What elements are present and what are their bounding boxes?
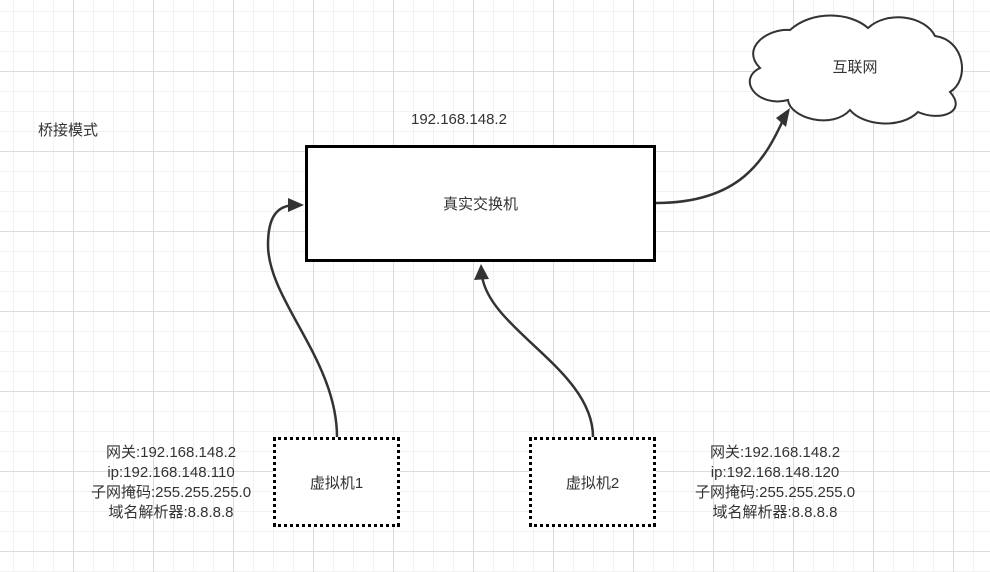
internet-cloud-shape[interactable] (748, 14, 963, 125)
internet-label: 互联网 (832, 59, 878, 76)
switch-to-internet-connector (655, 117, 786, 205)
vm2-arrowhead (474, 264, 489, 280)
vm1-ip: ip:192.168.148.110 (107, 464, 235, 481)
switch-node[interactable]: 真实交换机 (305, 145, 656, 262)
internet-arrowhead (776, 108, 790, 127)
switch-label: 真实交换机 (442, 196, 518, 213)
vm2-to-switch-connector (480, 275, 595, 438)
vm2-gateway: 网关:192.168.148.2 (709, 444, 841, 461)
vm2-dns: 域名解析器:8.8.8.8 (712, 504, 838, 521)
vm2-subnet-mask: 子网掩码:255.255.255.0 (694, 484, 856, 501)
vm1-label: 虚拟机1 (309, 474, 364, 492)
vm1-network-info: 网关:192.168.148.2 ip:192.168.148.110 子网掩码… (76, 443, 266, 523)
vm1-arrowhead (288, 198, 304, 212)
vm1-subnet-mask: 子网掩码:255.255.255.0 (90, 484, 252, 501)
vm2-label: 虚拟机2 (565, 474, 620, 492)
vm1-to-switch-connector (266, 203, 339, 438)
vm2-ip: ip:192.168.148.120 (710, 464, 840, 481)
switch-ip-label: 192.168.148.2 (411, 111, 507, 128)
vm2-network-info: 网关:192.168.148.2 ip:192.168.148.120 子网掩码… (680, 443, 870, 523)
vm1-node[interactable]: 虚拟机1 (273, 437, 400, 527)
vm1-gateway: 网关:192.168.148.2 (105, 444, 237, 461)
vm2-node[interactable]: 虚拟机2 (529, 437, 656, 527)
mode-label: 桥接模式 (38, 122, 99, 139)
vm1-dns: 域名解析器:8.8.8.8 (108, 504, 234, 521)
